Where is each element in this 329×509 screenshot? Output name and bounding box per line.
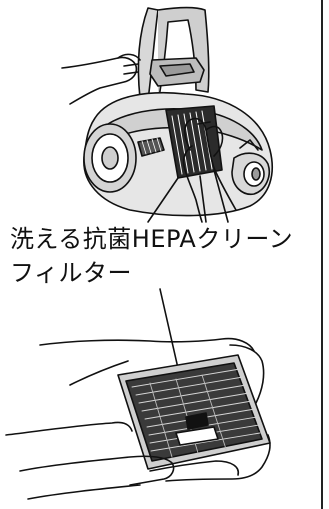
filter-caption: 洗える抗菌HEPAクリーン フィルター — [10, 222, 322, 290]
vacuum-filter-removal-illustration — [61, 6, 273, 223]
hepa-filter-hands-illustration — [5, 288, 271, 500]
caption-line-1: 洗える抗菌HEPAクリーン — [10, 225, 294, 253]
caption-line-2: フィルター — [10, 259, 133, 287]
page-edge-rule — [321, 0, 323, 509]
